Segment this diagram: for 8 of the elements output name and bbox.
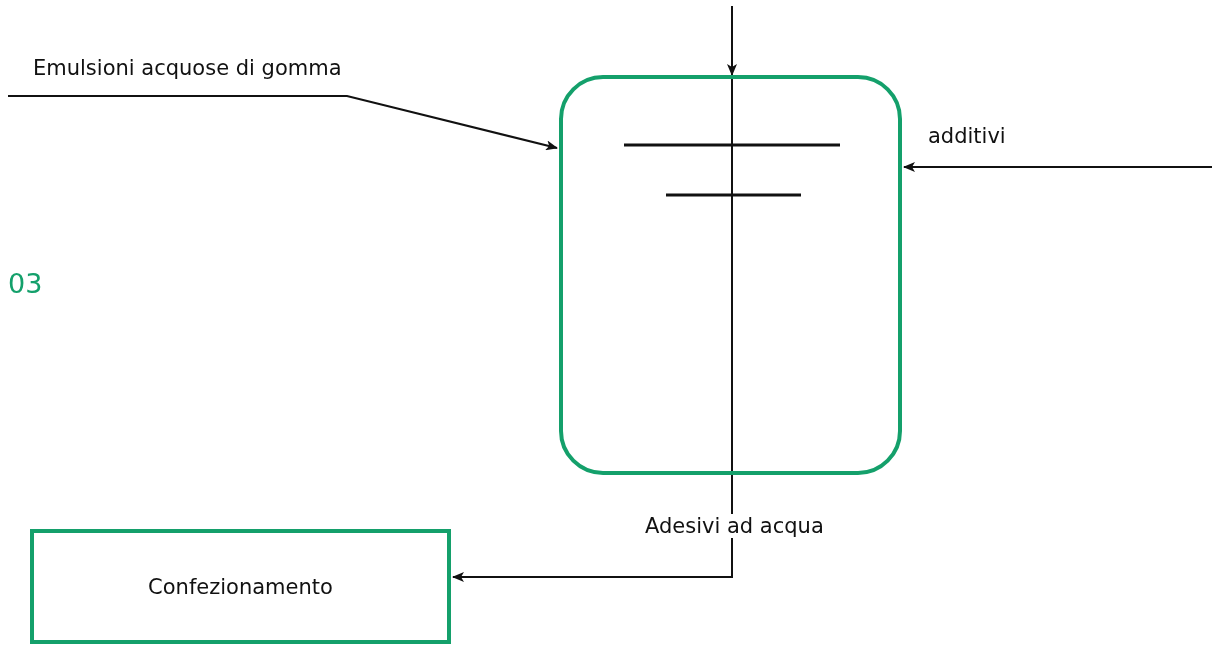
arrow bbox=[7, 95, 558, 151]
process-box bbox=[30, 529, 451, 644]
process-label: Confezionamento bbox=[148, 574, 333, 599]
arrow bbox=[452, 474, 733, 582]
mixing-vessel bbox=[559, 75, 902, 475]
figure-number: 03 bbox=[8, 268, 43, 299]
arrow bbox=[727, 5, 737, 76]
arrow bbox=[903, 162, 1213, 172]
